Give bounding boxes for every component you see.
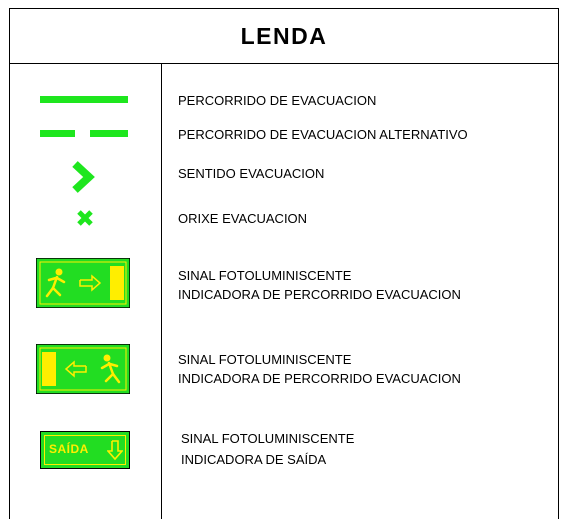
direction-chevron-icon xyxy=(72,161,95,193)
label-sign-left-2: INDICADORA DE PERCORRIDO EVACUACION xyxy=(178,371,461,386)
label-direction: SENTIDO EVACUACION xyxy=(178,166,325,181)
saida-sign: SAÍDA xyxy=(40,431,130,469)
label-sign-right-2: INDICADORA DE PERCORRIDO EVACUACION xyxy=(178,287,461,302)
solid-route-line-icon xyxy=(40,96,128,103)
saida-sign-text: SAÍDA xyxy=(49,442,89,456)
legend-title: LENDA xyxy=(9,8,559,64)
exit-sign-left-icon xyxy=(36,344,130,394)
exit-sign-right-icon xyxy=(36,258,130,308)
label-alt-route: PERCORRIDO DE EVACUACION ALTERNATIVO xyxy=(178,127,468,142)
label-sign-saida-1: SINAL FOTOLUMINISCENTE xyxy=(181,431,355,446)
label-sign-saida-2: INDICADORA DE SAÍDA xyxy=(181,452,327,467)
label-route: PERCORRIDO DE EVACUACION xyxy=(178,93,377,108)
label-origin: ORIXE EVACUACION xyxy=(178,211,308,226)
column-divider xyxy=(161,64,162,519)
label-sign-left-1: SINAL FOTOLUMINISCENTE xyxy=(178,352,352,367)
label-sign-right-1: SINAL FOTOLUMINISCENTE xyxy=(178,268,352,283)
down-arrow-icon xyxy=(107,440,123,461)
origin-cross-icon xyxy=(77,210,93,226)
dashed-route-line-icon xyxy=(40,130,128,137)
